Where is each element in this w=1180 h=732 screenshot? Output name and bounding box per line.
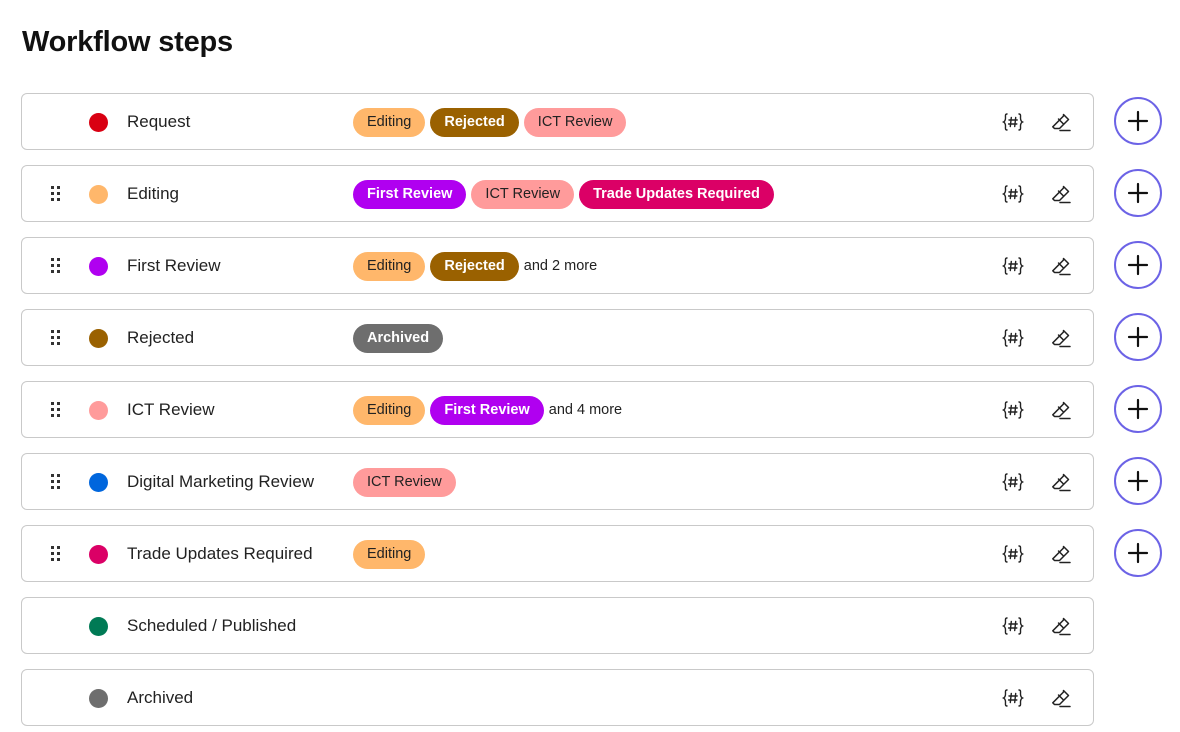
edit-icon[interactable]: [1049, 398, 1073, 422]
transition-pill-trade-updates-required: Trade Updates Required: [579, 179, 774, 209]
step-name: Archived: [127, 688, 194, 707]
more-transitions-text: and 4 more: [548, 402, 623, 418]
variables-icon[interactable]: [1001, 110, 1025, 134]
add-step-button[interactable]: [1114, 169, 1162, 217]
variables-icon[interactable]: [1001, 182, 1025, 206]
status-color-dot: [89, 473, 108, 492]
workflow-step-trade-updates-required: Trade Updates Required Editing: [21, 525, 1166, 582]
step-name: Rejected: [127, 328, 195, 347]
transition-pill-ict-review: ICT Review: [471, 179, 575, 209]
drag-handle-icon[interactable]: [50, 546, 62, 562]
transition-pill-rejected: Rejected: [430, 251, 519, 281]
drag-handle-icon[interactable]: [50, 402, 62, 418]
add-step-button[interactable]: [1114, 313, 1162, 361]
add-step-button[interactable]: [1114, 97, 1162, 145]
edit-icon[interactable]: [1049, 542, 1073, 566]
variables-icon[interactable]: [1001, 254, 1025, 278]
variables-icon[interactable]: [1001, 398, 1025, 422]
drag-handle-icon[interactable]: [50, 258, 62, 274]
step-name: Editing: [127, 184, 179, 203]
status-color-dot: [89, 617, 108, 636]
status-color-dot: [89, 545, 108, 564]
variables-icon[interactable]: [1001, 686, 1025, 710]
transition-pill-first-review: First Review: [430, 395, 544, 425]
edit-icon[interactable]: [1049, 686, 1073, 710]
workflow-step-row[interactable]: Rejected Archived: [21, 309, 1094, 366]
workflow-step-row[interactable]: Trade Updates Required Editing: [21, 525, 1094, 582]
add-step-button[interactable]: [1114, 457, 1162, 505]
drag-handle-icon[interactable]: [50, 474, 62, 490]
variables-icon[interactable]: [1001, 614, 1025, 638]
drag-handle-icon[interactable]: [50, 186, 62, 202]
workflow-step-row[interactable]: Archived: [21, 669, 1094, 726]
status-color-dot: [89, 689, 108, 708]
add-step-button[interactable]: [1114, 529, 1162, 577]
edit-icon[interactable]: [1049, 182, 1073, 206]
status-color-dot: [89, 257, 108, 276]
variables-icon[interactable]: [1001, 326, 1025, 350]
edit-icon[interactable]: [1049, 614, 1073, 638]
step-name: ICT Review: [127, 400, 215, 419]
edit-icon[interactable]: [1049, 110, 1073, 134]
status-color-dot: [89, 185, 108, 204]
transition-pill-editing: Editing: [353, 395, 426, 425]
step-name: Trade Updates Required: [127, 544, 313, 563]
workflow-step-scheduled-published: Scheduled / Published: [21, 597, 1166, 654]
transition-pill-first-review: First Review: [353, 179, 467, 209]
step-name: Digital Marketing Review: [127, 472, 315, 491]
more-transitions-text: and 2 more: [523, 258, 598, 274]
step-name: First Review: [127, 256, 221, 275]
status-color-dot: [89, 113, 108, 132]
edit-icon[interactable]: [1049, 254, 1073, 278]
status-color-dot: [89, 329, 108, 348]
drag-handle-icon[interactable]: [50, 330, 62, 346]
page-title: Workflow steps: [22, 26, 233, 58]
workflow-step-digital-marketing-review: Digital Marketing Review ICT Review: [21, 453, 1166, 510]
transition-pills: ICT Review: [353, 467, 456, 497]
transition-pills: Editing: [353, 539, 426, 569]
status-color-dot: [89, 401, 108, 420]
transition-pill-ict-review: ICT Review: [353, 467, 456, 497]
transition-pill-editing: Editing: [353, 251, 426, 281]
transition-pill-editing: Editing: [353, 107, 426, 137]
transition-pills: Archived: [353, 323, 444, 353]
variables-icon[interactable]: [1001, 542, 1025, 566]
transition-pill-editing: Editing: [353, 539, 426, 569]
add-step-button[interactable]: [1114, 241, 1162, 289]
workflow-step-row[interactable]: Scheduled / Published: [21, 597, 1094, 654]
transition-pill-rejected: Rejected: [430, 107, 519, 137]
workflow-step-archived: Archived: [21, 669, 1166, 726]
workflow-step-rejected: Rejected Archived: [21, 309, 1166, 366]
step-name: Scheduled / Published: [127, 616, 297, 635]
edit-icon[interactable]: [1049, 326, 1073, 350]
transition-pill-archived: Archived: [353, 323, 444, 353]
variables-icon[interactable]: [1001, 470, 1025, 494]
edit-icon[interactable]: [1049, 470, 1073, 494]
add-step-button[interactable]: [1114, 385, 1162, 433]
transition-pill-ict-review: ICT Review: [523, 107, 627, 137]
workflow-step-row[interactable]: Digital Marketing Review ICT Review: [21, 453, 1094, 510]
step-name: Request: [127, 112, 191, 131]
